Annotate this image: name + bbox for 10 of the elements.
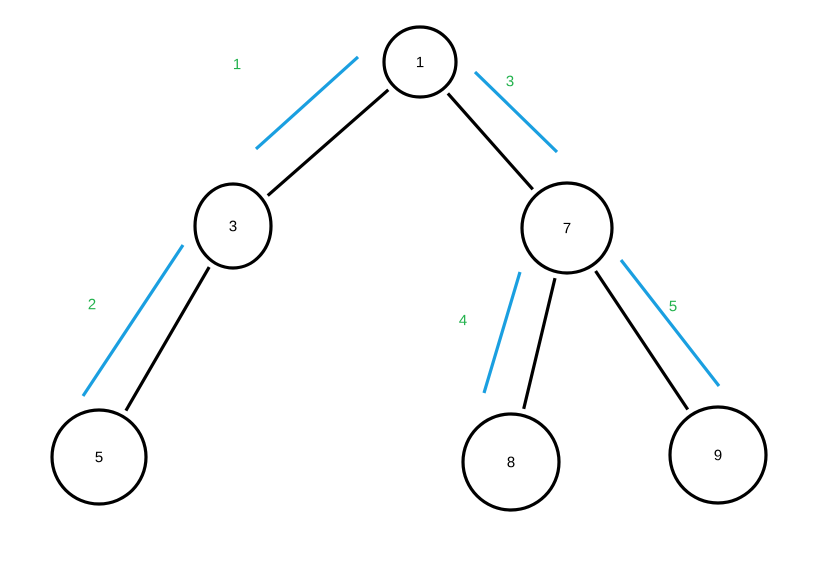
step-number: 5 (669, 300, 677, 312)
tree-edge (446, 92, 534, 190)
step-number: 1 (234, 58, 240, 70)
step-number: 4 (459, 314, 467, 326)
tree-edge (594, 270, 690, 410)
tree-edge (124, 266, 211, 412)
step-number: 2 (88, 298, 96, 310)
tree-edge (266, 88, 390, 197)
step-number: 3 (506, 76, 514, 86)
tree-edge (522, 278, 557, 410)
